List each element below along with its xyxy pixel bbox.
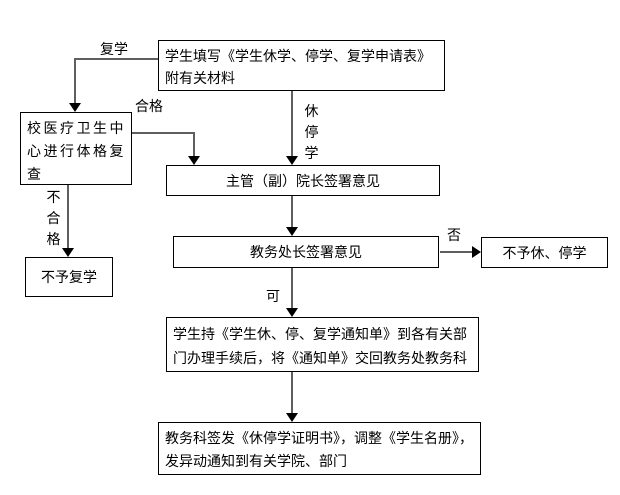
- box-notice-handling: 学生持《学生休、停、复学通知单》到各有关部 门办理手续后，将《通知单》交回教务处…: [166, 317, 479, 372]
- connector-resume-horizontal: [74, 58, 159, 60]
- connector-qualified-vertical: [193, 132, 195, 157]
- box-final-issue: 教务科签发《休停学证明书》，调整《学生名册》， 发异动通知到有关学院、部门: [158, 422, 481, 475]
- box-supervisor-sign: 主管（副）院长签署意见: [166, 165, 440, 196]
- arrowhead-right-icon: [472, 246, 481, 258]
- box-final-line1: 教务科签发《休停学证明书》，调整《学生名册》，: [165, 430, 473, 446]
- connector-suspend-vertical: [291, 91, 293, 157]
- box-medical-line2: 心进行体格复: [27, 143, 126, 159]
- arrowhead-down-icon: [62, 248, 74, 257]
- box-notice-line1: 学生持《学生休、停、复学通知单》到各有关部: [173, 326, 467, 342]
- box-medical-line1: 校医疗卫生中: [27, 120, 126, 136]
- box-application: 学生填写《学生休学、停学、复学申请表》 附有关材料: [158, 40, 445, 91]
- label-suspend: 休停学: [304, 103, 319, 161]
- box-no-suspend: 不予休、停学: [481, 237, 608, 268]
- box-dean-label: 教务处长签署意见: [250, 244, 362, 260]
- box-final-line2: 发异动通知到有关学院、部门: [165, 453, 347, 469]
- label-qualified: 合格: [135, 98, 163, 114]
- arrowhead-down-icon: [69, 103, 81, 112]
- connector-resume-vertical: [74, 58, 76, 104]
- connector-supervisor-dean: [291, 196, 293, 228]
- box-dean-sign: 教务处长签署意见: [173, 236, 439, 268]
- connector-yes-vertical: [291, 268, 293, 309]
- box-no-suspend-label: 不予休、停学: [502, 244, 587, 261]
- arrowhead-down-icon: [286, 156, 298, 165]
- connector-no-horizontal: [440, 251, 473, 253]
- box-application-line1: 学生填写《学生休学、停学、复学申请表》: [165, 48, 431, 64]
- connector-unqualified-vertical: [67, 185, 69, 249]
- arrowhead-down-icon: [286, 413, 298, 422]
- box-supervisor-label: 主管（副）院长签署意见: [226, 172, 380, 189]
- arrowhead-down-icon: [188, 156, 200, 165]
- arrowhead-down-icon: [286, 308, 298, 317]
- box-medical-line3: 查: [27, 166, 44, 182]
- box-no-resume-label: 不予复学: [41, 269, 97, 285]
- box-notice-line2: 门办理手续后，将《通知单》交回教务处教务科: [173, 350, 467, 366]
- box-medical-recheck: 校医疗卫生中 心进行体格复 查: [20, 112, 132, 185]
- box-no-resume: 不予复学: [25, 257, 113, 297]
- box-application-line2: 附有关材料: [165, 70, 235, 86]
- label-yes: 可: [266, 288, 280, 304]
- label-unqualified: 不合格: [46, 189, 61, 247]
- label-no: 否: [447, 227, 461, 243]
- connector-notice-final: [291, 372, 293, 414]
- label-resume: 复学: [100, 41, 128, 57]
- connector-qualified-horizontal: [132, 132, 195, 134]
- arrowhead-down-icon: [286, 227, 298, 236]
